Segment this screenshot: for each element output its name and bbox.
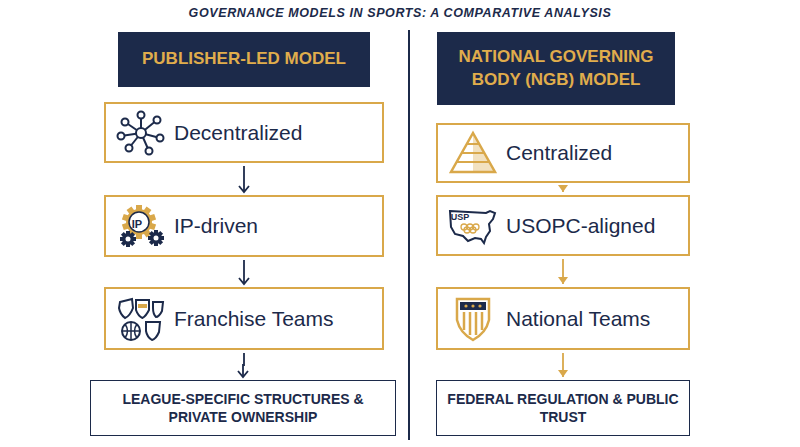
summary-box: LEAGUE-SPECIFIC STRUCTURES & PRIVATE OWN… xyxy=(90,380,396,436)
shields-icon xyxy=(116,296,166,342)
attribute-box: Centralized xyxy=(436,123,690,183)
summary-text: LEAGUE-SPECIFIC STRUCTURES & PRIVATE OWN… xyxy=(99,390,387,426)
column-header: PUBLISHER-LED MODEL xyxy=(118,32,370,87)
arrow-head xyxy=(238,371,248,377)
flow-arrow xyxy=(238,353,248,377)
starshield-icon xyxy=(448,296,498,342)
attribute-box: National Teams xyxy=(436,287,690,350)
icon-label: IP xyxy=(125,218,149,230)
header-text: PUBLISHER-LED MODEL xyxy=(142,48,346,70)
arrow-head xyxy=(558,185,568,192)
box-label: National Teams xyxy=(506,307,650,331)
column-header: NATIONAL GOVERNING BODY (NGB) MODEL xyxy=(437,32,675,105)
summary-box: FEDERAL REGULATION & PUBLIC TRUST xyxy=(436,380,690,436)
arrow-head xyxy=(239,278,249,284)
network-icon xyxy=(116,110,166,156)
flow-arrow xyxy=(558,353,568,377)
attribute-box: IP-driven IP xyxy=(104,195,384,257)
icon-label: USP xyxy=(447,212,473,222)
flow-arrow xyxy=(239,260,249,284)
usmap-icon xyxy=(448,203,498,249)
arrow-head xyxy=(239,186,249,192)
box-label: Decentralized xyxy=(174,121,302,145)
attribute-box: USOPC-aligned USP xyxy=(436,195,690,256)
arrow-head xyxy=(558,370,568,377)
flow-arrow xyxy=(239,166,249,192)
header-text: NATIONAL GOVERNING BODY (NGB) MODEL xyxy=(451,46,661,90)
arrow-head xyxy=(558,277,568,284)
box-label: Centralized xyxy=(506,141,612,165)
attribute-box: Franchise Teams xyxy=(104,287,384,350)
pyramid-icon xyxy=(448,130,498,176)
box-label: USOPC-aligned xyxy=(506,214,655,238)
diagram-title: GOVERNANCE MODELS IN SPORTS: A COMPARATI… xyxy=(0,6,800,20)
box-label: Franchise Teams xyxy=(174,307,334,331)
attribute-box: Decentralized xyxy=(104,102,384,163)
flow-arrow xyxy=(558,259,568,284)
box-label: IP-driven xyxy=(174,214,258,238)
column-divider xyxy=(408,30,410,440)
summary-text: FEDERAL REGULATION & PUBLIC TRUST xyxy=(445,390,681,426)
flow-arrow xyxy=(558,185,568,192)
